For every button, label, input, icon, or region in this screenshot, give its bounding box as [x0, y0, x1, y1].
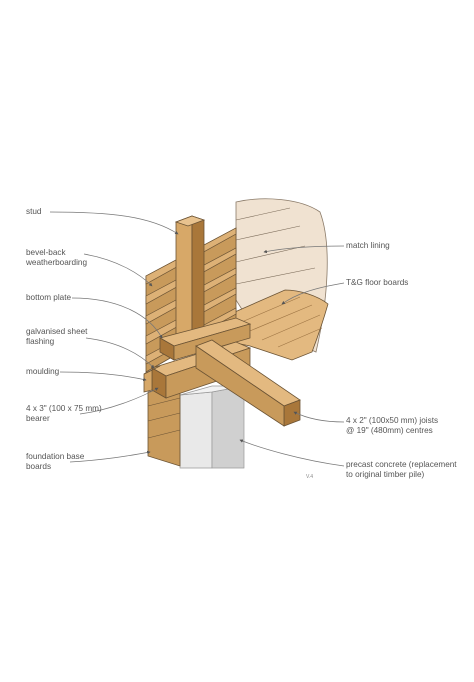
label-galvanised-sheet-flashing: galvanised sheet flashing: [26, 327, 88, 346]
leader-precast: [239, 439, 345, 467]
leader-foundation: [69, 450, 151, 463]
stud: [174, 215, 206, 345]
leader-galvanised: [85, 337, 155, 369]
label-bottom-plate: bottom plate: [26, 293, 72, 302]
leader-stud: [49, 211, 179, 235]
foundation-base-boards: [147, 383, 181, 467]
label-bearer: 4 x 3" (100 x 75 mm) bearer: [26, 404, 102, 423]
leader-match-lining: [263, 245, 345, 254]
leader-lines: [49, 211, 345, 467]
label-precast-concrete: precast concrete (replacement to origina…: [346, 460, 457, 479]
precast-concrete-pile: [179, 385, 245, 469]
leader-floor-boards: [281, 282, 345, 305]
leader-bearer: [79, 387, 159, 415]
leader-moulding: [59, 371, 147, 382]
signature: V.4: [306, 474, 314, 480]
label-stud: stud: [26, 207, 42, 216]
leader-bevel-back: [83, 253, 153, 287]
leader-bottom-plate: [71, 297, 163, 339]
joist: [195, 339, 301, 427]
match-lining-lines: [235, 207, 316, 285]
label-bevel-back-weatherboarding: bevel-back weatherboarding: [26, 248, 87, 267]
label-joists: 4 x 2" (100x50 mm) joists @ 19" (480mm) …: [346, 416, 439, 435]
label-match-lining: match lining: [346, 241, 390, 250]
label-floor-boards: T&G floor boards: [346, 278, 409, 287]
label-foundation-base-boards: foundation base boards: [26, 452, 85, 471]
floor-boards: [211, 289, 329, 361]
flashing-and-moulding: [143, 365, 161, 393]
leader-joists: [293, 411, 345, 423]
label-moulding: moulding: [26, 367, 60, 376]
